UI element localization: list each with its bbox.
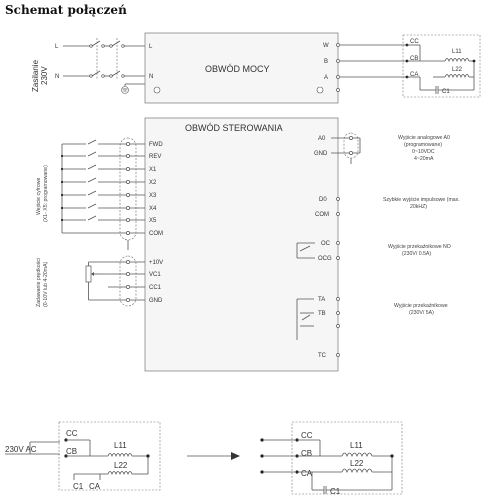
ao-desc-3: 0~10VDC	[412, 149, 435, 155]
bl-cb: CB	[66, 447, 77, 456]
winding-icon	[341, 452, 373, 474]
bottom-supply-label: 230V AC	[5, 445, 37, 454]
br-ca: CA	[301, 469, 313, 478]
power-out-a: A	[324, 75, 328, 81]
diagram-title: Schemat połączeń	[5, 3, 127, 17]
ground-icon	[153, 86, 161, 94]
br-cb: CB	[301, 449, 312, 458]
ai-10v: +10V	[149, 260, 163, 266]
power-block-label: OBWÓD MOCY	[205, 64, 270, 74]
po-com: COM	[315, 212, 329, 218]
power-in-l: L	[149, 44, 153, 50]
motor-ca-label: CA	[410, 72, 418, 78]
bl-c1: C1	[73, 482, 84, 491]
r-desc-2: (230V/ 5A)	[409, 310, 434, 316]
supply-input-l: L	[55, 44, 59, 50]
winding-icon	[444, 58, 470, 79]
ao-a0: A0	[318, 136, 326, 142]
power-block	[144, 32, 339, 104]
br-l22: L22	[350, 459, 364, 468]
di-fwd: FWD	[149, 142, 163, 148]
bl-ca: CA	[89, 482, 101, 491]
po-desc-1: Szybkie wyjście impulsowe (max.	[383, 197, 460, 203]
control-block	[144, 117, 339, 372]
rno-desc-2: (230V/ 0.5A)	[402, 251, 431, 257]
r-tb: TB	[318, 311, 326, 317]
supply-label-top: Zasilanie	[31, 59, 40, 92]
supply-input-n: N	[55, 74, 59, 80]
br-cc: CC	[301, 431, 313, 440]
rno-desc-1: Wyjście przekaźnikowe NO	[388, 244, 451, 250]
br-c1: C1	[330, 487, 341, 496]
di-x3: X3	[149, 193, 157, 199]
di-x1: X1	[149, 167, 157, 173]
di-x5: X5	[149, 218, 157, 224]
control-block-label: OBWÓD STEROWANIA	[185, 123, 283, 133]
r-desc-1: Wyjście przekaźnikowe	[394, 303, 448, 309]
motor-cc-label: CC	[410, 39, 419, 45]
ao-desc-1: Wyjście analogowe A0	[398, 135, 450, 141]
winding-icon	[107, 453, 133, 476]
di-x2: X2	[149, 180, 157, 186]
ground-icon	[121, 86, 129, 94]
breaker-l	[63, 40, 145, 48]
ao-gnd: GND	[314, 151, 328, 157]
breaker-n	[63, 70, 145, 78]
analog-setpoint-label-2: (0-10V lub 4-20mA)	[43, 261, 49, 307]
po-d0: D0	[319, 197, 327, 203]
motor-box-top	[402, 34, 481, 98]
digital-inputs-label-1: Wejście cyfrowe	[36, 178, 42, 215]
potentiometer-icon	[85, 265, 100, 283]
power-out-w: W	[323, 43, 329, 49]
ai-gnd: GND	[149, 298, 163, 304]
arrow-right-icon	[187, 452, 240, 460]
motor-c1-label: C1	[442, 89, 450, 95]
digital-terminal-blocks	[119, 137, 137, 241]
bl-l11: L11	[114, 441, 127, 450]
power-out-b: B	[324, 59, 328, 65]
ao-desc-4: 4~20mA	[414, 156, 434, 162]
supply-label-bottom: 230V	[40, 66, 49, 85]
r-tc: TC	[318, 353, 327, 359]
rno-oc: OC	[321, 241, 331, 247]
motor-l11-label: L11	[452, 49, 462, 55]
digital-inputs-label-2: (X1- X5: programowane)	[43, 165, 49, 222]
motor-cb-label: CB	[410, 56, 418, 62]
po-desc-2: 20kHZ)	[410, 204, 427, 210]
digital-input-wiring	[60, 139, 145, 234]
br-l11: L11	[350, 441, 363, 450]
analog-setpoint-label-1: Zadawanie prędkości	[36, 258, 42, 307]
di-rev: REV	[149, 154, 161, 160]
bl-cc: CC	[66, 429, 78, 438]
motor-l22-label: L22	[452, 67, 463, 73]
analog-terminal-block	[119, 255, 137, 307]
rno-ocg: OCG	[318, 256, 332, 262]
ai-vc1: VC1	[149, 272, 161, 278]
motor-box-bottom-left	[58, 421, 161, 491]
ground-icon	[316, 86, 324, 94]
r-ta: TA	[318, 297, 325, 303]
power-in-n: N	[149, 74, 153, 80]
ao-desc-2: (programowane)	[404, 142, 442, 148]
bl-l22: L22	[114, 461, 128, 470]
capacitor-icon	[435, 86, 439, 94]
ai-cc1: CC1	[149, 285, 162, 291]
capacitor-icon	[323, 486, 327, 494]
di-com: COM	[149, 231, 163, 237]
di-x4: X4	[149, 206, 157, 212]
